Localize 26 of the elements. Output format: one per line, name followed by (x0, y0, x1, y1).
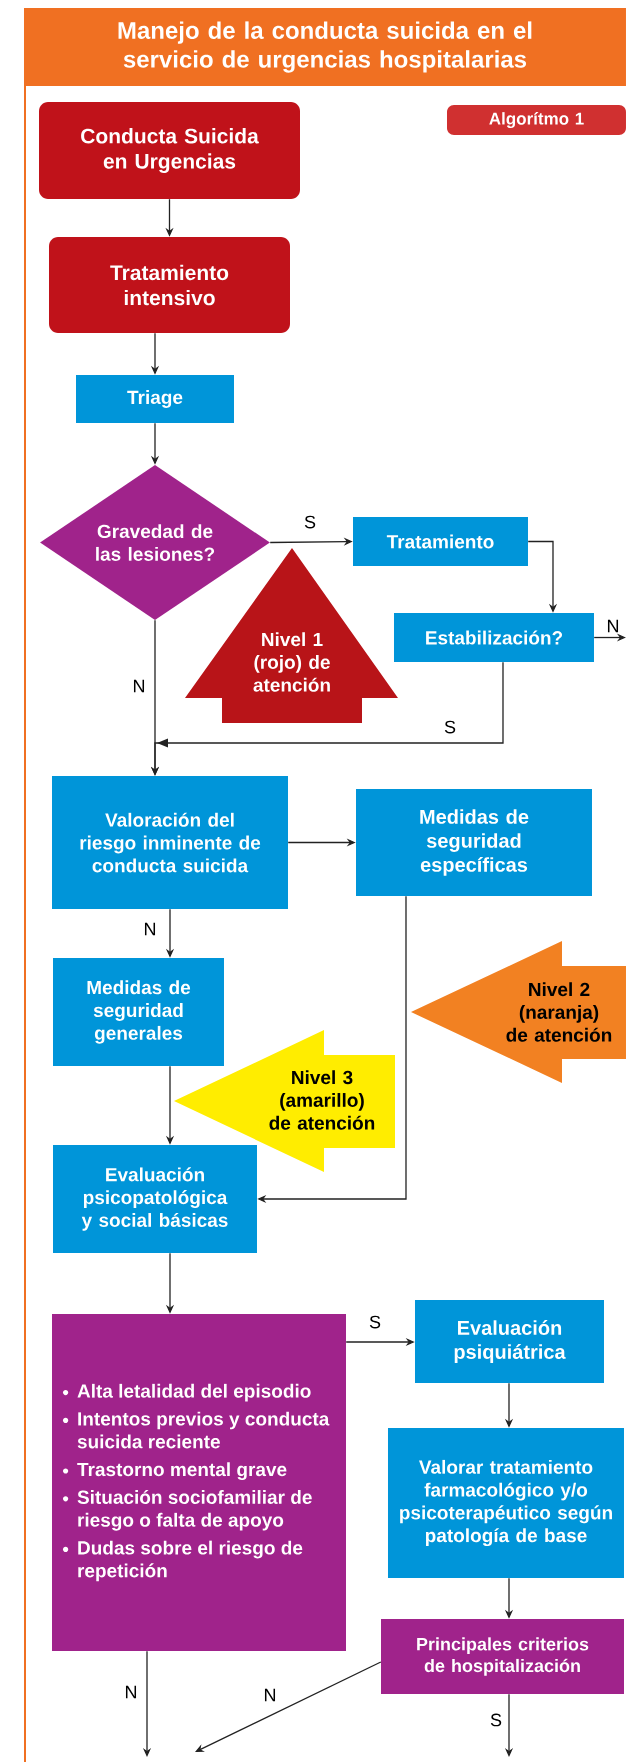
process-box: Medidas de seguridad generales (53, 958, 224, 1066)
edge-label: S (489, 1712, 503, 1728)
title-banner: Manejo de la conducta suicida en el servicio de urgencias hospitalarias (24, 8, 626, 86)
edge-label: N (605, 618, 621, 634)
edge-label: N (131, 678, 147, 694)
process-box: Evaluación psiquiátrica (415, 1300, 604, 1383)
process-box: Medidas de seguridad específicas (356, 789, 592, 896)
edge-label: S (368, 1314, 382, 1330)
decision-box: Estabilización? (394, 613, 594, 662)
criteria-box: Alta letalidad del episodio Intentos previos y conducta suicida reciente Trastorno mental grave Situación sociofamiliar de riesgo o falta de apoyo Dudas sobre el riesgo de repetición (52, 1314, 346, 1651)
process-box: Valorar tratamiento farmacológico y/o psicoterapéutico según patología de base (388, 1428, 624, 1578)
edge-label: S (303, 514, 317, 530)
edge-label: N (142, 921, 158, 937)
arrow (195, 1661, 382, 1752)
label-badge: Algorítmo 1 (447, 105, 626, 135)
process-box: Triage (76, 375, 234, 423)
edge-label: N (123, 1684, 139, 1700)
level-sign: Nivel 2 (naranja) de atención (411, 941, 626, 1083)
process-box: Valoración del riesgo inminente de conducta suicida (52, 776, 288, 909)
criteria-box: Principales criterios de hospitalización (381, 1619, 624, 1694)
start-box: Conducta Suicida en Urgencias (39, 102, 300, 199)
process-box: Tratamiento (353, 517, 528, 566)
process-box: Tratamiento intensivo (49, 237, 290, 333)
edge-label: N (262, 1687, 278, 1703)
process-box: Evaluación psicopatológica y social básicas (53, 1145, 257, 1253)
edge-label: S (443, 719, 457, 735)
